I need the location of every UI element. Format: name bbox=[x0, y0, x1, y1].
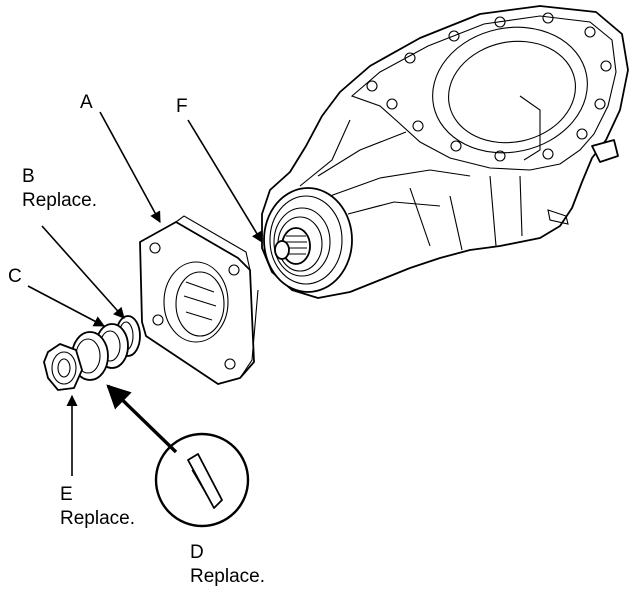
callout-leaders bbox=[27, 111, 263, 476]
label-d-note: Replace. bbox=[190, 566, 265, 587]
transfer-housing bbox=[261, 5, 629, 299]
label-a: A bbox=[80, 92, 93, 113]
flange-bolt-holes bbox=[366, 12, 612, 162]
label-e-note: Replace. bbox=[60, 508, 135, 529]
label-d-letter: D bbox=[190, 542, 204, 563]
callout-labels: A B Replace. C F E Replace. D Replace. bbox=[8, 92, 265, 587]
label-f: F bbox=[176, 96, 188, 117]
part-d-detail-view bbox=[154, 432, 250, 528]
leader-d bbox=[106, 384, 178, 454]
label-c: C bbox=[8, 266, 22, 287]
part-e-locknut bbox=[43, 343, 83, 391]
leader-c bbox=[27, 285, 105, 327]
leader-b bbox=[41, 225, 125, 319]
leader-f bbox=[187, 119, 263, 243]
output-shaft-housing bbox=[263, 187, 353, 293]
label-b-letter: B bbox=[22, 166, 35, 187]
leader-a bbox=[99, 111, 161, 223]
part-a-extension-housing bbox=[139, 215, 259, 385]
label-e-letter: E bbox=[60, 484, 73, 505]
label-b-note: Replace. bbox=[22, 190, 97, 211]
